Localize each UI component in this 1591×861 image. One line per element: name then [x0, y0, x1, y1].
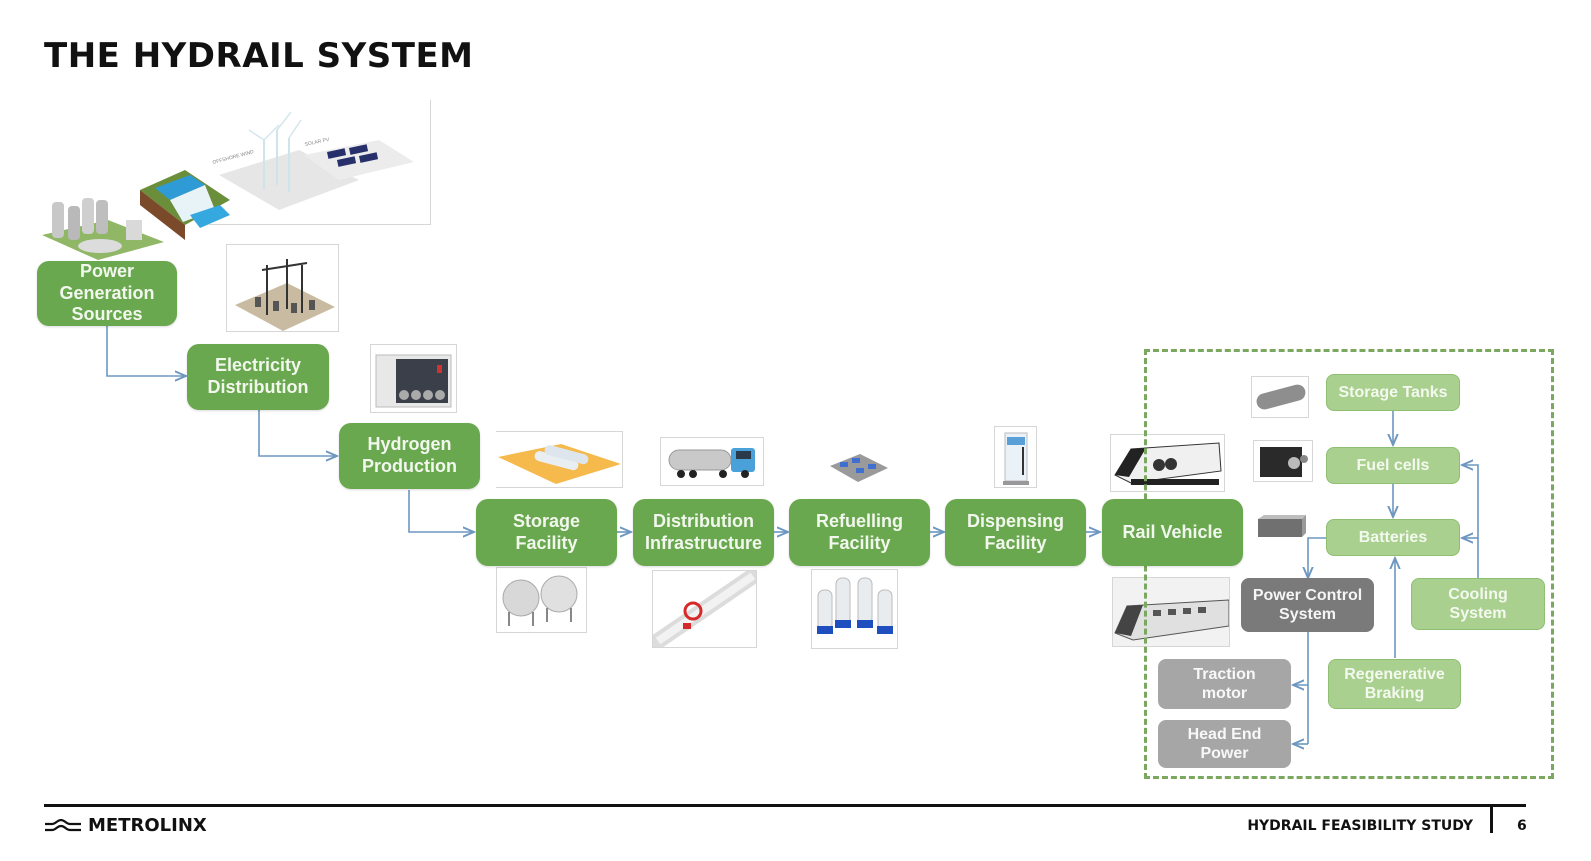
footer-divider: [1490, 806, 1493, 833]
node-hydrogen-production[interactable]: Hydrogen Production: [339, 423, 480, 489]
locomotive-image: [1110, 434, 1225, 492]
node-rail-vehicle[interactable]: Rail Vehicle: [1102, 499, 1243, 566]
node-storage-facility[interactable]: Storage Facility: [476, 499, 617, 566]
footer-rule: [44, 804, 1526, 807]
power-plant-image: [38, 190, 166, 260]
node-label: Cooling System: [1448, 585, 1508, 622]
node-label: Batteries: [1358, 528, 1428, 546]
tanker-truck-image: [660, 437, 764, 486]
pipeline-valve-image: [652, 570, 757, 648]
node-cooling-system[interactable]: Cooling System: [1411, 578, 1545, 630]
study-title: HYDRAIL FEASIBILITY STUDY: [1247, 818, 1473, 834]
node-label: Storage Tanks: [1338, 383, 1448, 401]
node-power-generation[interactable]: Power Generation Sources: [37, 261, 177, 326]
node-label: Fuel cells: [1356, 456, 1430, 474]
node-traction-motor[interactable]: Traction motor: [1158, 659, 1291, 709]
compressor-image: [826, 448, 892, 488]
logo-text: METROLINX: [88, 815, 207, 836]
node-label: Distribution Infrastructure: [644, 510, 763, 553]
node-label: Power Control System: [1252, 586, 1363, 623]
hydro-dam-image: [135, 160, 235, 240]
node-head-end-power[interactable]: Head End Power: [1158, 720, 1291, 768]
spherical-tanks-image: [496, 567, 587, 633]
node-label: Rail Vehicle: [1122, 521, 1223, 542]
electrolyser-image: [370, 344, 457, 413]
substation-image: [226, 244, 339, 332]
node-label: Power Generation Sources: [59, 261, 155, 325]
metrolinx-wave-icon: [45, 818, 81, 831]
node-distribution-infrastructure[interactable]: Distribution Infrastructure: [633, 499, 774, 566]
slide-title: THE HYDRAIL SYSTEM: [44, 36, 474, 76]
node-batteries[interactable]: Batteries: [1326, 519, 1460, 556]
node-fuel-cells[interactable]: Fuel cells: [1326, 447, 1460, 484]
node-storage-tanks[interactable]: Storage Tanks: [1326, 374, 1460, 411]
metrolinx-logo: METROLINX: [44, 815, 207, 836]
node-electricity-distribution[interactable]: Electricity Distribution: [187, 344, 329, 410]
node-label: Refuelling Facility: [815, 510, 903, 553]
h2-tank-image: [1251, 376, 1309, 418]
fuel-cell-image: [1253, 440, 1313, 482]
battery-image: [1256, 513, 1308, 538]
node-refuelling-facility[interactable]: Refuelling Facility: [789, 499, 930, 566]
node-regenerative-braking[interactable]: Regenerative Braking: [1328, 659, 1461, 709]
connector-power-to-electricity: [106, 326, 186, 376]
node-label: Storage Facility: [512, 510, 581, 553]
node-label: Traction motor: [1193, 665, 1256, 702]
passenger-train-image: [1112, 577, 1230, 647]
node-label: Head End Power: [1187, 725, 1262, 762]
node-dispensing-facility[interactable]: Dispensing Facility: [945, 499, 1086, 566]
page-number: 6: [1517, 818, 1527, 834]
dispenser-image: [994, 426, 1037, 488]
node-label: Regenerative Braking: [1344, 665, 1445, 702]
storage-h2-image: [496, 431, 623, 488]
solar-pv-label: SOLAR PV: [304, 137, 330, 148]
node-label: Dispensing Facility: [966, 510, 1064, 553]
node-label: Hydrogen Production: [362, 434, 457, 476]
wind-solar-image: OFFSHORE WIND SOLAR PV: [209, 100, 431, 225]
node-label: Electricity Distribution: [207, 355, 309, 397]
node-power-control-system[interactable]: Power Control System: [1241, 578, 1374, 632]
connector-electricity-to-hydrogen: [258, 410, 337, 456]
gas-cylinders-image: [811, 569, 898, 649]
connector-hydrogen-to-storage: [408, 490, 474, 532]
